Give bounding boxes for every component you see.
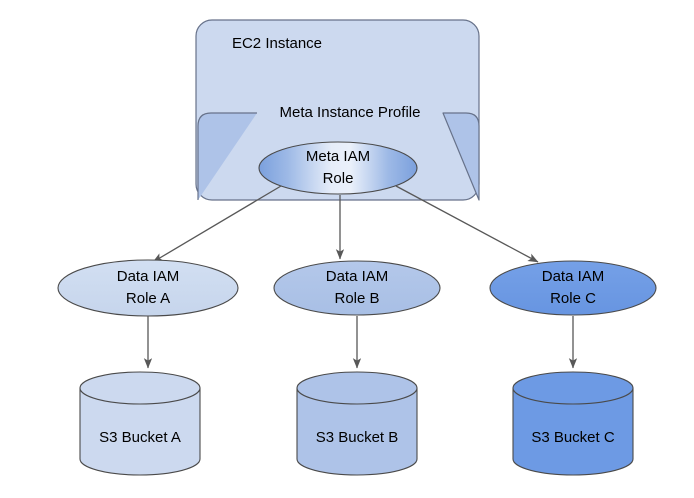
s3-bucket-a-body[interactable]: [79, 387, 201, 476]
s3-bucket-c-top[interactable]: [512, 371, 634, 405]
data-iam-role-b-ellipse[interactable]: [273, 260, 441, 316]
meta-instance-profile-label: Meta Instance Profile: [280, 104, 421, 121]
meta-iam-role-label-line2: Role: [323, 170, 354, 187]
data-iam-role-c-node[interactable]: Data IAM Role C: [489, 260, 657, 316]
meta-instance-profile-container[interactable]: Meta Instance Profile: [197, 104, 480, 201]
ec2-instance-box[interactable]: [195, 19, 480, 201]
s3-bucket-c-label: S3 Bucket C: [531, 429, 615, 446]
meta-iam-role-ellipse[interactable]: [258, 141, 418, 195]
data-iam-role-b-label-line1: Data IAM: [326, 268, 389, 285]
data-iam-role-c-ellipse[interactable]: [489, 260, 657, 316]
s3-bucket-b-top[interactable]: [296, 371, 418, 405]
s3-bucket-b-label: S3 Bucket B: [316, 429, 399, 446]
data-iam-role-a-label-line1: Data IAM: [117, 268, 180, 285]
s3-bucket-a-label: S3 Bucket A: [99, 429, 181, 446]
data-iam-role-b-label-line2: Role B: [334, 290, 379, 307]
s3-bucket-a-node[interactable]: S3 Bucket A: [79, 371, 201, 476]
data-iam-role-b-node[interactable]: Data IAM Role B: [273, 260, 441, 316]
data-iam-role-a-node[interactable]: Data IAM Role A: [57, 259, 239, 317]
edge-meta-to-role-c: [395, 185, 539, 263]
ec2-instance-label: EC2 Instance: [232, 35, 322, 52]
data-iam-role-c-label-line2: Role C: [550, 290, 596, 307]
s3-bucket-b-node[interactable]: S3 Bucket B: [296, 371, 418, 476]
s3-bucket-a-top[interactable]: [79, 371, 201, 405]
meta-iam-role-node[interactable]: Meta IAM Role: [258, 141, 418, 195]
s3-bucket-b-body[interactable]: [296, 387, 418, 476]
meta-iam-role-label-line1: Meta IAM: [306, 148, 370, 165]
data-iam-role-c-label-line1: Data IAM: [542, 268, 605, 285]
s3-bucket-c-node[interactable]: S3 Bucket C: [512, 371, 634, 476]
meta-instance-profile-box[interactable]: [197, 112, 480, 201]
edge-meta-to-role-a: [152, 185, 282, 263]
ec2-instance-container[interactable]: EC2 Instance: [195, 19, 480, 201]
s3-bucket-c-body[interactable]: [512, 387, 634, 476]
data-iam-role-a-label-line2: Role A: [126, 290, 170, 307]
